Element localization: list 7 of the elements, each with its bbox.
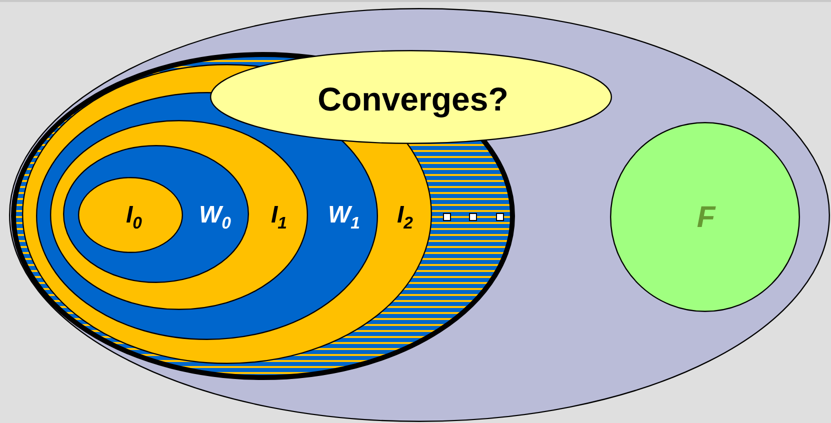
set-label: I$_{0}$ [126,204,142,232]
set-label: W$_{1}$ [328,204,360,232]
set-label: W$_{0}$ [199,204,231,232]
set-label: I$_{2}$ [397,204,413,232]
question-label: Converges? [318,82,508,116]
set-label: F [696,203,716,233]
set-label: I$_{1}$ [271,204,287,232]
